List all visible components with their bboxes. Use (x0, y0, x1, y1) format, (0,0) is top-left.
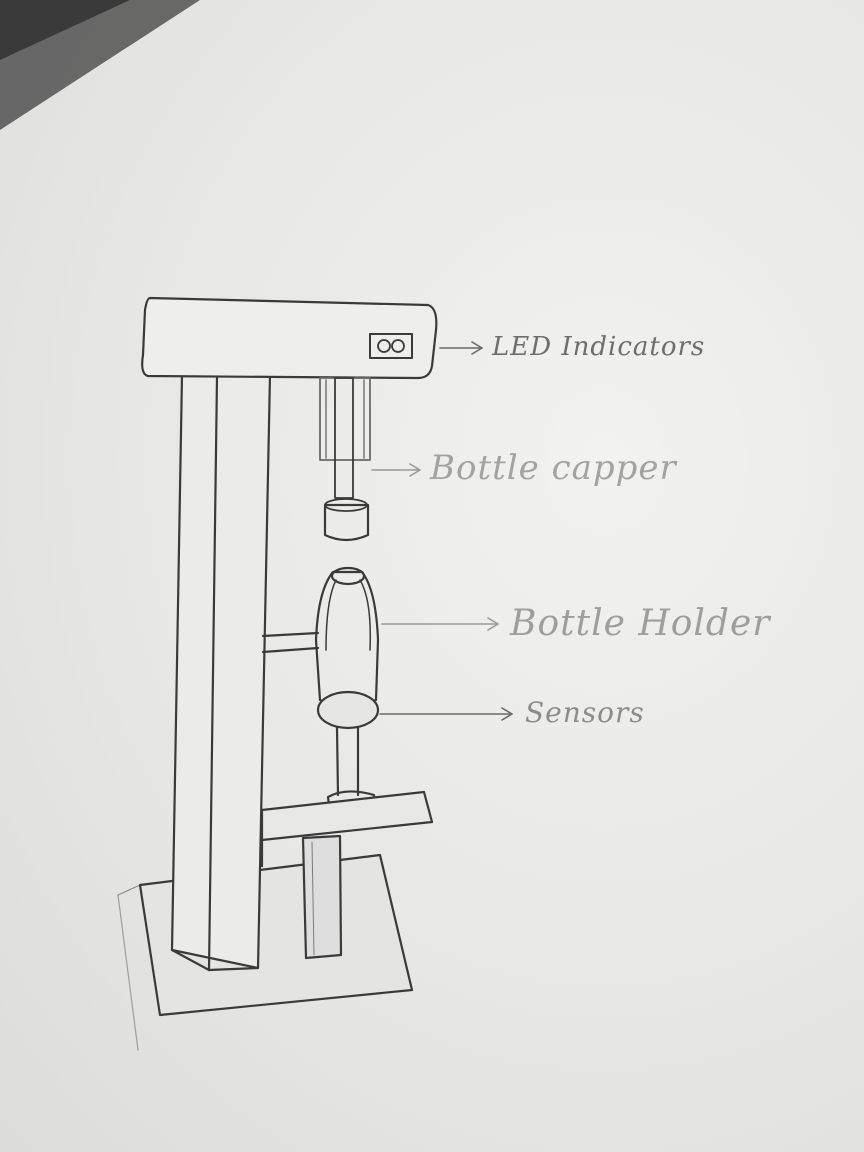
bottle-capper (320, 378, 370, 540)
bottle-holder (316, 568, 378, 728)
top-header (142, 298, 436, 378)
holder-arm (263, 633, 318, 652)
platform-bar (262, 792, 432, 866)
label-bottle-capper: Bottle capper (430, 448, 677, 488)
vertical-column (172, 375, 270, 970)
label-arrows (372, 342, 512, 720)
support-post (303, 836, 341, 958)
label-sensors: Sensors (525, 696, 645, 729)
base-plate (118, 855, 412, 1050)
label-led-indicators: LED Indicators (492, 332, 705, 362)
label-bottle-holder: Bottle Holder (510, 603, 770, 644)
